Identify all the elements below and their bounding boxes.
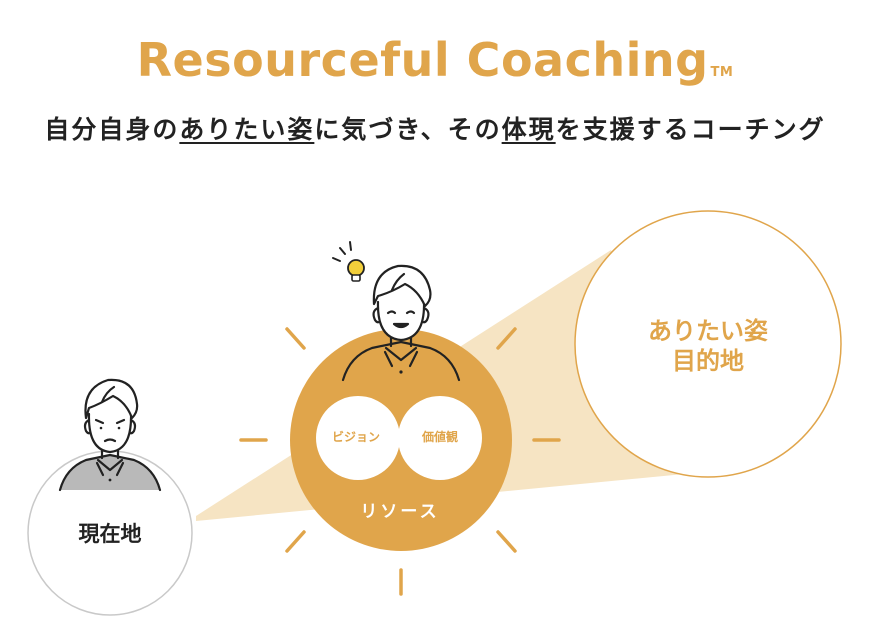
resources-label: リソース <box>360 502 440 522</box>
subtitle-part-embodiment: 体現 <box>501 115 556 144</box>
glow-rays <box>239 327 561 596</box>
values-label: 価値観 <box>421 430 458 444</box>
values-circle <box>398 396 482 480</box>
subtitle: 自分自身のありたい姿に気づき、その体現を支援するコーチング <box>0 112 870 148</box>
subtitle-part-3: に気づき、その <box>314 115 502 144</box>
vision-circle <box>316 396 400 480</box>
vision-label: ビジョン <box>331 430 380 444</box>
trademark-mark: TM <box>710 65 734 80</box>
goal-label: ありたい姿 目的地 <box>598 316 818 376</box>
person-worried-icon <box>58 378 162 492</box>
person-smiling-icon <box>341 264 461 382</box>
lightbulb-icon <box>332 241 365 282</box>
goal-circle <box>574 210 842 478</box>
title-text: Resourceful Coaching <box>136 33 709 87</box>
subtitle-part-1: 自分自身の <box>44 115 180 144</box>
subtitle-part-5: を支援するコーチング <box>555 115 826 144</box>
subtitle-part-ideal-self: ありたい姿 <box>179 115 315 144</box>
current-position-label: 現在地 <box>78 522 142 546</box>
goal-label-line1: ありたい姿 <box>648 317 768 345</box>
goal-label-line2: 目的地 <box>672 347 744 375</box>
